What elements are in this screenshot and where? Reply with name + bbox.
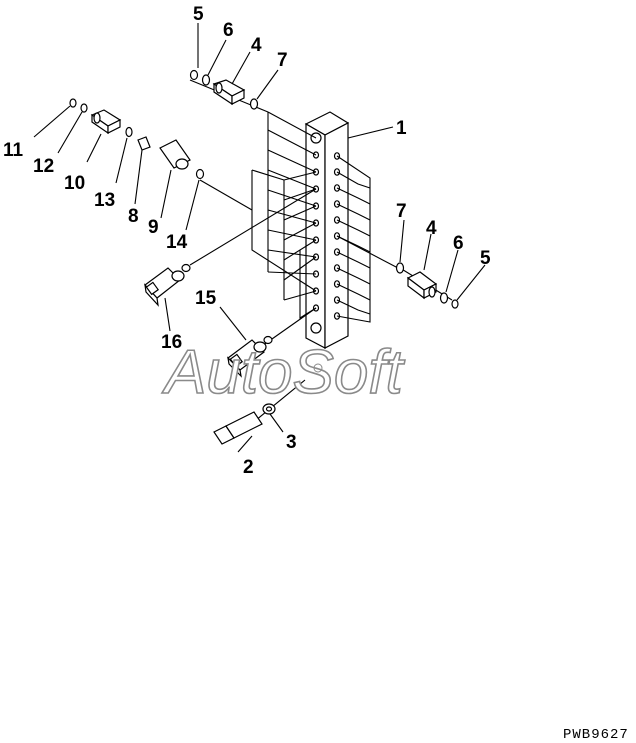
callout-5-top: 5 [193, 4, 204, 25]
o-ring-13 [125, 126, 133, 138]
callout-4-right: 4 [426, 218, 437, 239]
callout-9: 9 [148, 217, 159, 238]
fitting-10 [90, 109, 122, 135]
callout-6-right: 6 [453, 233, 464, 254]
callout-2: 2 [243, 457, 254, 478]
callout-8: 8 [128, 206, 139, 227]
o-ring-12 [80, 103, 88, 113]
leader-lines [33, 23, 486, 453]
right-assembly-lines [336, 155, 399, 323]
bolt-and-washer [213, 379, 306, 445]
sensor-15 [227, 307, 317, 378]
top-fitting-group [189, 69, 269, 113]
callout-16: 16 [161, 332, 182, 353]
o-ring-7-top [249, 98, 259, 110]
o-ring-11 [69, 98, 77, 108]
watermark: AutoSoft [161, 338, 406, 407]
callout-13: 13 [94, 190, 115, 211]
bolt-2 [213, 411, 263, 445]
callout-labels: 1 2 3 4 4 5 5 6 6 7 7 8 9 10 11 12 13 14… [3, 4, 491, 478]
callout-10: 10 [64, 173, 85, 194]
drawing-code: PWB9627 [563, 727, 629, 743]
valve-block [304, 111, 350, 349]
callout-7-right: 7 [396, 201, 407, 222]
washer-3 [262, 403, 276, 415]
plug-8 [137, 136, 151, 151]
fitting-4-right [406, 271, 438, 300]
right-fitting-group [395, 262, 459, 309]
o-ring-5-top [189, 69, 199, 81]
callout-3: 3 [286, 432, 297, 453]
o-ring-5-right [451, 299, 459, 309]
o-ring-7-right [395, 262, 405, 274]
fitting-4-top [212, 79, 246, 106]
callout-4-top: 4 [251, 35, 262, 56]
callout-15: 15 [195, 288, 217, 309]
callout-7-top: 7 [277, 50, 288, 71]
callout-12: 12 [33, 156, 54, 177]
watermark-mark [313, 363, 323, 373]
left-fitting-group [69, 98, 205, 180]
left-assembly-lines [199, 111, 317, 319]
callout-11: 11 [3, 140, 24, 161]
callout-14: 14 [166, 232, 188, 253]
sensor-9 [159, 139, 191, 170]
sensor-16 [144, 188, 317, 307]
o-ring-14 [195, 168, 205, 180]
callout-5-right: 5 [480, 248, 491, 269]
callout-6-top: 6 [223, 20, 234, 41]
callout-1: 1 [396, 118, 407, 139]
o-ring-6-right [439, 292, 449, 304]
o-ring-6-top [201, 74, 211, 86]
